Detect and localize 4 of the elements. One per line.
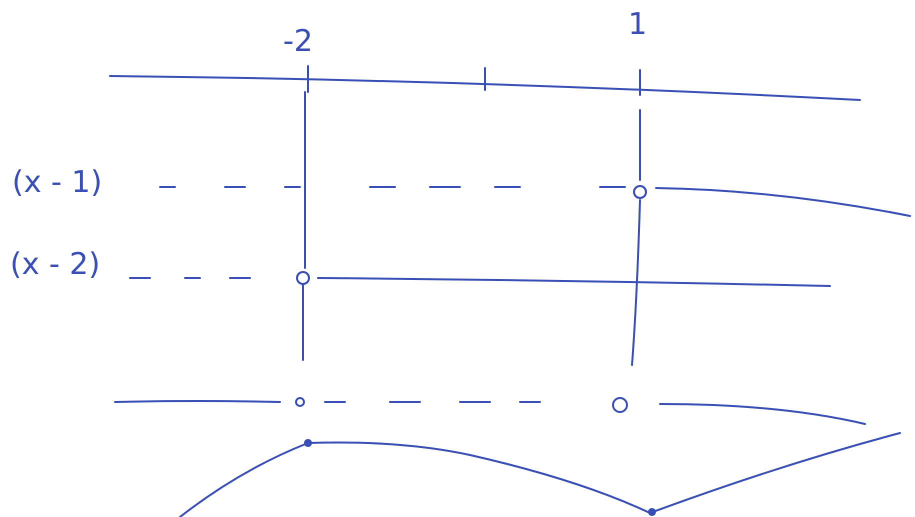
axis-label: 1 <box>628 10 648 40</box>
axis-label: -2 <box>283 27 313 57</box>
factor-label: (x - 1) <box>12 168 102 198</box>
factor-label: (x - 2) <box>10 250 100 280</box>
